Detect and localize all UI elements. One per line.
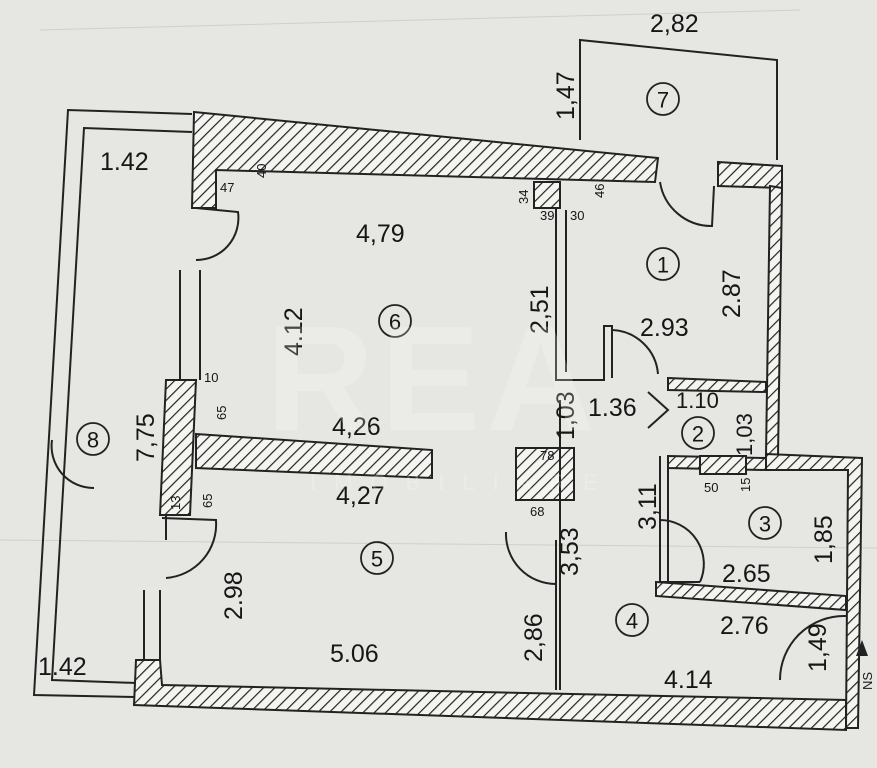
dim-1-49: 1,49 <box>804 623 832 672</box>
mark-68: 68 <box>530 504 544 519</box>
compass-arrow-icon: NS <box>856 640 875 690</box>
room-5-top: 4,27 <box>336 482 385 510</box>
room-1-number: 1 <box>657 253 669 278</box>
room-3-height: 1,85 <box>810 515 838 564</box>
room-5-width: 5.06 <box>330 640 379 668</box>
room-6-bottom: 4,26 <box>332 413 381 441</box>
room-3-number: 3 <box>759 512 771 537</box>
balcony-top-length: 1.42 <box>100 148 149 176</box>
dimensions: 2,82 1,47 1.42 1.42 4,79 4.12 4,26 2,51 … <box>38 10 838 694</box>
room-1-height: 2.87 <box>718 269 746 318</box>
door-swings <box>50 181 847 681</box>
room-7-width: 2,82 <box>650 10 699 38</box>
dim-2-51: 2,51 <box>526 285 554 334</box>
room-7-balcony <box>579 38 778 160</box>
room-4-width: 2.76 <box>720 612 769 640</box>
room-4-bottom: 4.14 <box>664 666 713 694</box>
room-7-height: 1,47 <box>552 71 580 120</box>
mark-78: 78 <box>540 448 554 463</box>
mark-30: 30 <box>570 208 584 223</box>
mark-34: 34 <box>516 190 531 204</box>
mark-15: 15 <box>738 478 753 492</box>
dim-1-36: 1.36 <box>588 394 637 422</box>
mark-13: 13 <box>168 496 183 510</box>
compass-label: NS <box>860 672 875 690</box>
room-1-width: 2.93 <box>640 314 689 342</box>
room-5-number: 5 <box>371 547 383 572</box>
room-6-width: 4,79 <box>356 220 405 248</box>
watermark: REA IMOBILIARE <box>266 294 616 495</box>
wall-marks: 47 40 34 46 10 65 13 65 78 68 50 15 39 3… <box>168 164 753 519</box>
mark-40: 40 <box>254 164 269 178</box>
mark-39: 39 <box>540 208 554 223</box>
dim-1-03-hall: 1,03 <box>552 391 580 440</box>
room-8-width: 7,75 <box>132 413 160 462</box>
dim-2-86: 2,86 <box>520 613 548 662</box>
dim-1-03-r2: 1,03 <box>732 413 757 456</box>
outer-walls <box>132 110 864 732</box>
watermark-sub: IMOBILIARE <box>310 470 616 495</box>
room-6-height: 4.12 <box>280 307 308 356</box>
room-2-width: 1.10 <box>676 388 719 413</box>
mark-47: 47 <box>220 180 234 195</box>
balcony-bottom-length: 1.42 <box>38 653 87 681</box>
room-8-number: 8 <box>87 428 99 453</box>
room-5-height: 2.98 <box>220 571 248 620</box>
dim-3-11: 3,11 <box>634 483 662 530</box>
mark-50: 50 <box>704 480 718 495</box>
mark-46: 46 <box>592 184 607 198</box>
mark-65b: 65 <box>200 494 215 508</box>
room-3-width: 2.65 <box>722 560 771 588</box>
room-8-balcony <box>32 108 193 698</box>
room-2-number: 2 <box>692 422 704 447</box>
room-4-number: 4 <box>626 609 638 634</box>
watermark-brand: REA <box>266 294 601 462</box>
room-6-number: 6 <box>389 310 401 335</box>
room-numbers: 1 2 3 4 5 6 7 8 <box>76 82 782 637</box>
mark-10: 10 <box>204 370 218 385</box>
room-4-height: 3,53 <box>556 527 584 576</box>
room-7-number: 7 <box>657 88 669 113</box>
mark-65a: 65 <box>214 406 229 420</box>
